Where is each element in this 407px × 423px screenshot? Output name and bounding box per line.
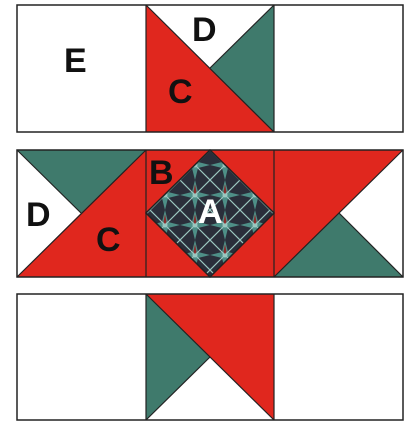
row-bottom [17, 294, 403, 420]
label-c: C [168, 73, 193, 111]
label-b: B [149, 154, 174, 192]
row-top: E D C [17, 5, 403, 132]
label-d: D [26, 196, 51, 234]
square-left-bottom [17, 294, 146, 420]
label-c: C [96, 221, 121, 259]
row-middle: B A D C [17, 150, 403, 277]
label-a: A [198, 193, 223, 231]
square-right-bottom [274, 294, 403, 420]
square-right-top [274, 5, 403, 132]
label-e: E [64, 42, 87, 80]
label-d: D [192, 11, 217, 49]
